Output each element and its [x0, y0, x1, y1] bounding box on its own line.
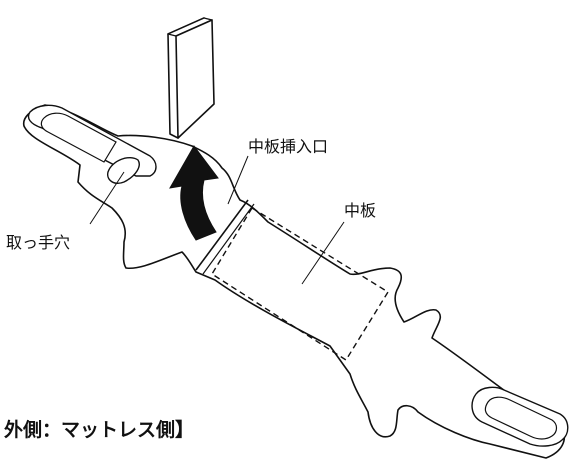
insert-slot-line-inner [202, 203, 255, 275]
handle-hole-shape [107, 156, 140, 184]
board-block [167, 17, 215, 139]
right-strap-inner [484, 396, 558, 440]
insert-slot-line [195, 199, 249, 271]
center-board-label: 中板 [344, 201, 376, 220]
leader-line-handle-hole [89, 171, 125, 225]
left-strap-inner [40, 112, 117, 163]
center-board-dashed [211, 207, 389, 361]
bottom-caption: 外側：マットレス側】 [4, 418, 194, 441]
insert-arrow [169, 145, 219, 241]
leader-line-insert-slot [227, 155, 249, 205]
insert-slot-label: 中板挿入口 [248, 137, 328, 156]
handle-hole-label: 取っ手穴 [6, 233, 70, 252]
leader-line-center-board [301, 221, 345, 285]
